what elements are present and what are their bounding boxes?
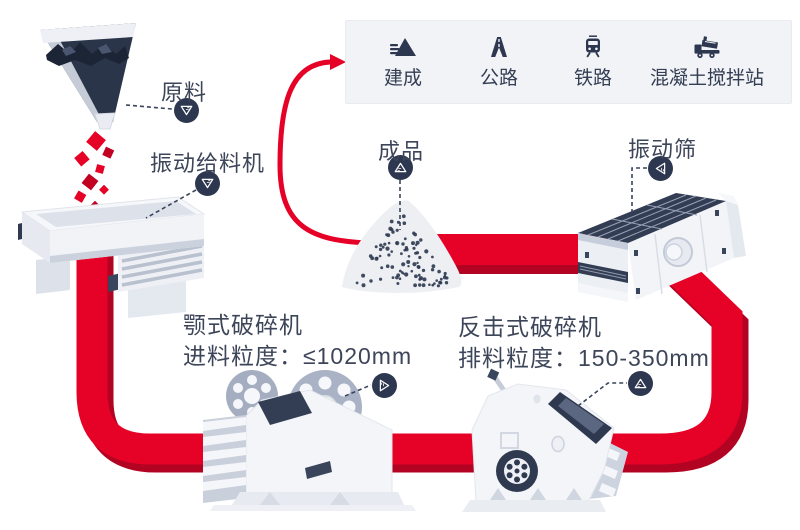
mixer-truck-icon	[694, 35, 720, 58]
hopper-illustration	[40, 23, 136, 130]
jaw-crusher-spec: 进料粒度：≤1020mm	[183, 343, 413, 369]
jaw-crusher-label: 颚式破碎机 进料粒度：≤1020mm	[183, 310, 412, 372]
brand-logo-icon	[379, 379, 390, 392]
feeder-badge	[195, 171, 220, 196]
impact-crusher-label: 反击式破碎机 排料粒度：150-350mm	[458, 312, 710, 374]
jaw-crusher-badge	[372, 373, 397, 398]
screen-badge	[648, 156, 673, 181]
screen-illustration	[578, 193, 746, 302]
application-label: 公路	[479, 67, 519, 89]
vibrating-feeder-label: 振动给料机	[150, 151, 266, 176]
mountain-icon	[389, 37, 416, 56]
applications-panel: 建成 公路 铁路	[345, 20, 792, 104]
application-item-concrete-plant: 混凝土搅拌站	[650, 21, 764, 103]
impact-crusher-illustration	[462, 368, 628, 512]
brand-logo-icon	[634, 378, 647, 389]
railway-icon	[585, 34, 600, 57]
stockpile-illustration	[342, 200, 462, 293]
application-label: 建成	[383, 67, 423, 89]
brand-logo-icon	[655, 162, 666, 175]
stockpile-dots	[355, 214, 449, 288]
raw-material-label: 原料	[161, 80, 208, 105]
application-item-highway: 公路	[480, 21, 518, 103]
impact-crusher-name: 反击式破碎机	[458, 314, 602, 340]
brand-logo-icon	[180, 105, 193, 116]
brand-logo-icon	[394, 162, 407, 173]
jaw-crusher-name: 颚式破碎机	[183, 312, 303, 338]
jaw-crusher-illustration	[203, 370, 416, 511]
red-flow-band	[76, 240, 749, 473]
brand-logo-icon	[201, 178, 214, 189]
raw-material-badge	[174, 98, 199, 123]
application-item-built: 建成	[384, 21, 422, 103]
arrowhead-icon	[330, 54, 346, 70]
dashed-connectors	[125, 104, 647, 407]
finished-product-badge	[388, 155, 413, 180]
finished-product-label: 成品	[378, 139, 425, 164]
impact-crusher-spec: 排料粒度：150-350mm	[458, 345, 710, 371]
application-label: 铁路	[573, 67, 613, 89]
impact-crusher-badge	[628, 371, 653, 396]
vibrating-screen-label: 振动筛	[628, 137, 698, 162]
product-arrow	[277, 54, 373, 246]
highway-icon	[490, 36, 507, 57]
application-label: 混凝土搅拌站	[649, 67, 765, 89]
feeder-illustration	[18, 196, 206, 318]
application-item-railway: 铁路	[574, 21, 612, 103]
